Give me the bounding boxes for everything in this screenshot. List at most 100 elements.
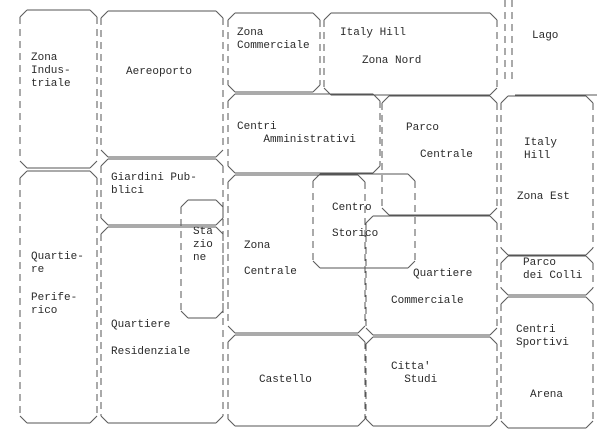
zone-castello: Castello [259, 374, 312, 386]
zone-quartiere-residenziale-title: Quartiere [111, 319, 171, 331]
zone-corner [500, 420, 509, 429]
zone-arena: Arena [530, 389, 564, 401]
zone-corner [215, 10, 224, 19]
zone-corner [19, 9, 28, 18]
zone-zona-commerciale: Zona Commerciale [237, 27, 310, 52]
zone-corner [215, 415, 224, 424]
zone-parco-centrale-title: Parco [406, 122, 440, 134]
zone-corner [215, 149, 224, 158]
zone-corner [312, 84, 321, 93]
zone-corner [500, 247, 509, 256]
zone-corner [89, 170, 98, 179]
zone-stazione: Sta zio ne [193, 226, 213, 264]
zone-quartiere-commerciale-subtitle: Commerciale [391, 295, 464, 307]
zone-quartiere-commerciale-title: Quartiere [413, 268, 473, 280]
zone-corner [227, 174, 236, 183]
zone-corner [489, 418, 498, 427]
zone-corner [407, 260, 416, 269]
zone-corner [489, 95, 498, 104]
zone-corner [323, 12, 332, 21]
zone-corner [100, 149, 109, 158]
zone-zona-industriale: Zona Indus- triale [31, 52, 71, 90]
zone-italy-hill-est-subtitle: Zona Est [517, 191, 570, 203]
zone-corner [585, 296, 594, 305]
zone-corner [215, 158, 224, 167]
zone-corner [227, 334, 236, 343]
zone-corner [19, 170, 28, 179]
zone-parco-centrale-subtitle: Centrale [420, 149, 473, 161]
zone-corner [585, 287, 594, 296]
zone-corner [489, 336, 498, 345]
zone-corner [381, 207, 390, 216]
zone-centri-sportivi: Centri Sportivi [516, 324, 569, 349]
zone-corner [365, 418, 374, 427]
zone-italy-hill-est-title: Italy Hill [524, 137, 558, 162]
zone-corner [215, 199, 224, 208]
zone-corner [227, 93, 236, 102]
zone-parco-dei-colli: Parco dei Colli [523, 257, 583, 282]
zone-quartiere-residenziale-subtitle: Residenziale [111, 346, 191, 358]
zone-corner [500, 287, 509, 296]
zone-quartiere-periferico-title: Quartie- re [31, 251, 84, 276]
zone-corner [372, 93, 381, 102]
zone-corner [372, 165, 381, 174]
zone-corner [215, 226, 224, 235]
zone-quartiere-periferico-subtitle: Perife- rico [31, 292, 78, 317]
zone-citta-studi: Citta' Studi [391, 361, 438, 386]
zone-centri-amministrativi: Centri Amministrativi [237, 121, 356, 146]
zone-corner [407, 173, 416, 182]
zone-corner [89, 160, 98, 169]
zone-corner [100, 158, 109, 167]
zone-corner [365, 215, 374, 224]
zone-corner [365, 327, 374, 336]
zone-corner [489, 12, 498, 21]
zone-corner [312, 173, 321, 182]
zone-corner [227, 12, 236, 21]
zone-giardini-pubblici: Giardini Pub- blici [111, 172, 197, 197]
zone-corner [312, 260, 321, 269]
zone-corner [585, 95, 594, 104]
zone-corner [180, 310, 189, 319]
zone-corner [215, 310, 224, 319]
zone-corner [381, 95, 390, 104]
zone-corner [585, 420, 594, 429]
zone-corner [19, 415, 28, 424]
zone-corner [227, 418, 236, 427]
zone-centro-storico-title: Centro [332, 202, 372, 214]
zone-corner [89, 9, 98, 18]
zone-corner [357, 334, 366, 343]
zone-zona-centrale-subtitle: Centrale [244, 266, 297, 278]
zone-corner [227, 165, 236, 174]
zone-corner [227, 84, 236, 93]
zone-centro-storico-subtitle: Storico [332, 228, 379, 240]
zone-aereoporto: Aereoporto [126, 66, 193, 78]
zone-corner [357, 174, 366, 183]
zone-corner [227, 325, 236, 334]
zone-corner [357, 325, 366, 334]
zone-zona-centrale-title: Zona [244, 240, 271, 252]
zone-corner [19, 160, 28, 169]
zone-italy-hill-nord-title: Italy Hill [340, 27, 407, 39]
zone-corner [500, 296, 509, 305]
zone-corner [357, 418, 366, 427]
zone-corner [500, 255, 509, 264]
zone-corner [100, 10, 109, 19]
zone-corner [180, 199, 189, 208]
zone-corner [365, 336, 374, 345]
zone-corner [100, 226, 109, 235]
zone-corner [312, 12, 321, 21]
zone-corner [100, 415, 109, 424]
zone-corner [489, 215, 498, 224]
zone-corner [500, 95, 509, 104]
zone-corner [215, 217, 224, 226]
zone-corner [489, 87, 498, 96]
zone-lago: Lago [532, 30, 559, 42]
zone-corner [100, 217, 109, 226]
zone-corner [489, 327, 498, 336]
zone-italy-hill-nord-subtitle: Zona Nord [362, 55, 422, 67]
zone-corner [585, 255, 594, 264]
zone-corner [89, 415, 98, 424]
zone-corner [585, 247, 594, 256]
